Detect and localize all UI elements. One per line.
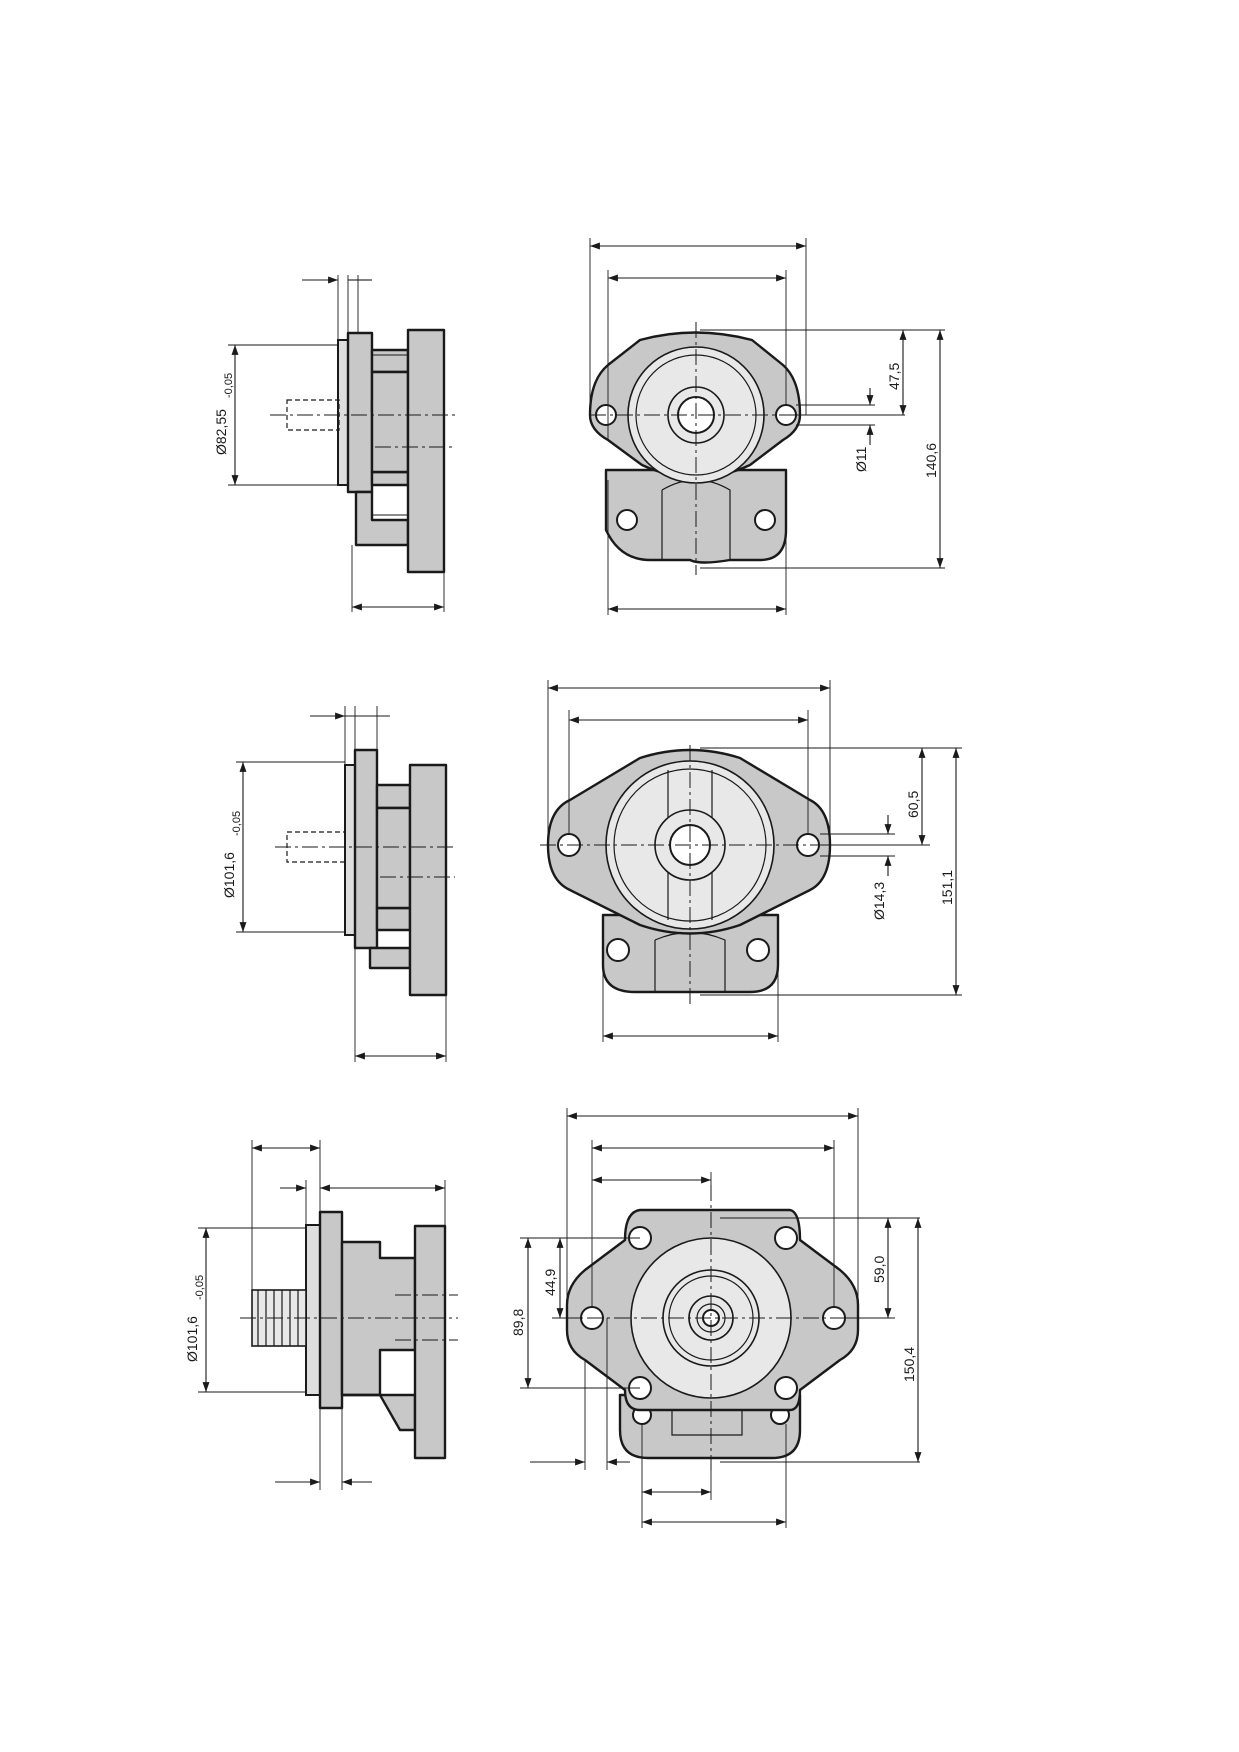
row2-dim-151-1: 151,1 [939,870,955,905]
row2-dim-dia-14-3: Ø14,3 [871,882,887,920]
row2-dim-60-5: 60,5 [905,791,921,818]
row3-side-tolerance: -0,05 [194,1275,206,1300]
row1-side-tolerance: -0,05 [223,373,235,398]
row1-side-view: Ø82,55 -0,05 [213,275,455,612]
row3-side-view: Ø101,6 -0,05 [184,1140,458,1490]
row2-side-tolerance: -0,05 [231,811,243,836]
row2-front-view: 60,5 Ø14,3 151,1 [540,680,962,1042]
row3-dim-89-8: 89,8 [510,1309,526,1336]
row3-dim-150-4: 150,4 [901,1347,917,1382]
row3-dim-44-9: 44,9 [542,1269,558,1296]
row2-side-view: Ø101,6 -0,05 [221,706,455,1062]
row3-dim-59-0: 59,0 [871,1256,887,1283]
row1-dim-47-5: 47,5 [886,363,902,390]
row1-dim-dia-11: Ø11 [853,446,869,472]
row2-side-diameter: Ø101,6 [221,852,237,898]
row3-front-view: 89,8 44,9 59,0 150,4 [510,1108,922,1528]
row1-side-diameter: Ø82,55 [213,409,229,455]
row1-dim-140-6: 140,6 [923,443,939,478]
row1-front-view: 47,5 Ø11 140,6 [588,238,945,615]
row3-side-diameter: Ø101,6 [184,1316,200,1362]
